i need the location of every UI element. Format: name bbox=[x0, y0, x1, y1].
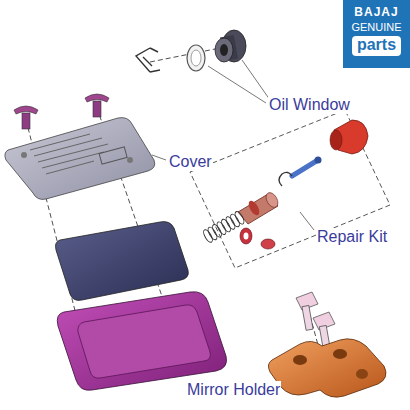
part-name: Cover bbox=[168, 153, 213, 171]
part-name: Oil Window bbox=[268, 96, 351, 114]
logo-text: GENUINE bbox=[347, 21, 406, 34]
reservoir-seal bbox=[57, 292, 226, 391]
kit-outline bbox=[190, 110, 390, 268]
logo-text: BAJAJ bbox=[347, 6, 406, 19]
cover-screw bbox=[14, 94, 109, 129]
brand-logo: BAJAJ GENUINE parts bbox=[343, 0, 410, 68]
diaphragm-plate bbox=[56, 222, 189, 301]
part-name: Mirror Holder bbox=[186, 381, 281, 399]
logo-badge: parts bbox=[352, 36, 401, 56]
mirror-holder bbox=[268, 339, 386, 397]
part-name: Repair Kit bbox=[316, 228, 388, 246]
oil-window-parts bbox=[136, 30, 246, 72]
holder-bolt bbox=[296, 292, 335, 346]
spring-coil bbox=[233, 210, 245, 225]
reservoir-cover bbox=[5, 118, 155, 200]
